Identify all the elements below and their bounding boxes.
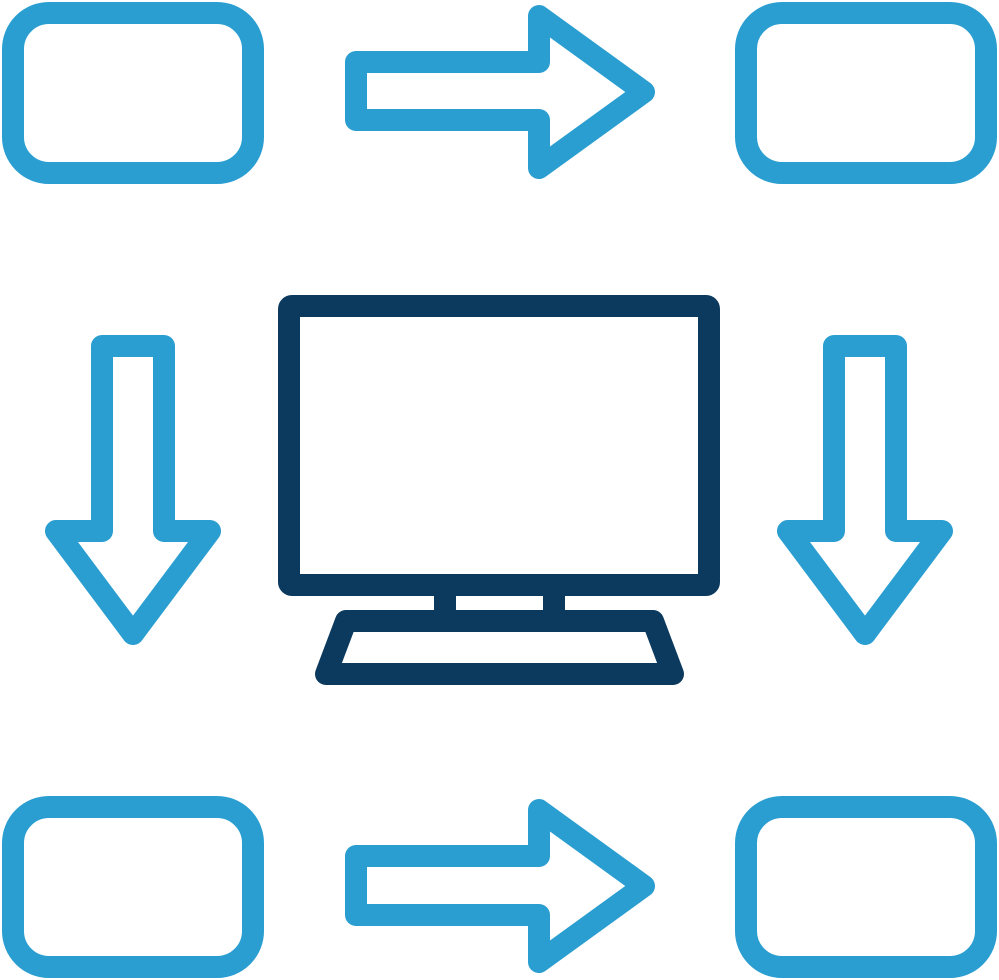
- arrow-down-right-icon: [777, 335, 953, 645]
- monitor-base: [315, 610, 684, 685]
- arrow-right-bottom-icon: [345, 799, 655, 973]
- arrow-right-top-icon: [345, 5, 655, 179]
- box-bottom-left: [2, 796, 264, 978]
- arrow-down-left-icon: [45, 335, 221, 645]
- monitor-screen: [278, 295, 720, 596]
- box-top-left: [2, 2, 264, 184]
- box-bottom-right: [735, 796, 997, 978]
- box-top-right: [735, 2, 997, 184]
- monitor-icon: [278, 295, 720, 685]
